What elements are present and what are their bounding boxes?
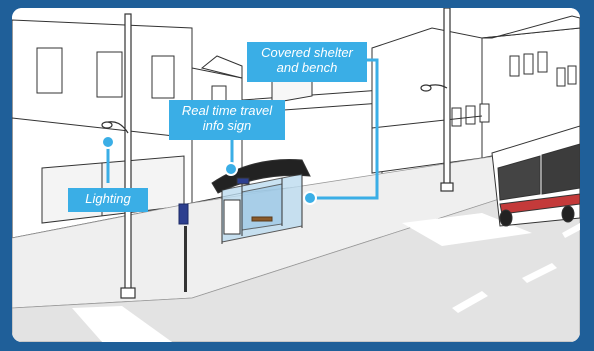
sign-callout-line1: Real time travel <box>176 103 278 118</box>
lighting-callout: Lighting <box>68 188 148 212</box>
sign-callout-line2: info sign <box>176 118 278 133</box>
street-illustration-panel: Covered shelter and bench Real time trav… <box>12 8 580 342</box>
shelter-callout-line2: and bench <box>254 60 360 75</box>
lighting-callout-label: Lighting <box>75 191 141 206</box>
sign-callout: Real time travel info sign <box>169 100 285 140</box>
shelter-callout: Covered shelter and bench <box>247 42 367 82</box>
shelter-callout-line1: Covered shelter <box>254 45 360 60</box>
